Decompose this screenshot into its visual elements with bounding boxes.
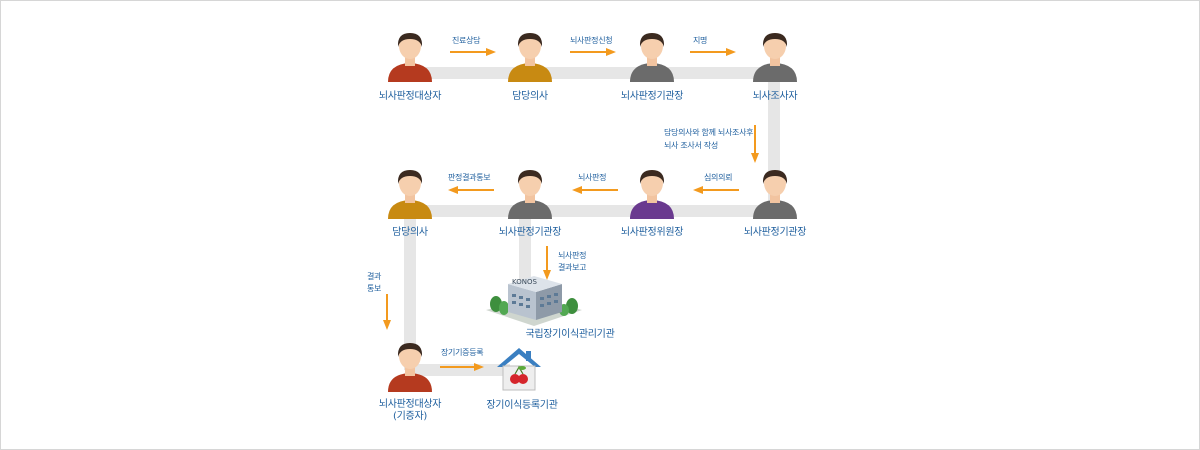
investigator-avatar — [750, 30, 800, 82]
edge-label-register: 장기기증등록 — [441, 348, 484, 357]
connector-row2 — [410, 205, 780, 217]
arrow-down-icon — [383, 294, 391, 330]
edge-label-consult: 진료상담 — [452, 36, 481, 45]
arrow-down-icon — [751, 125, 759, 163]
node-label-agency-head: 뇌사판정기관장 — [743, 227, 807, 238]
edge-label-investigate-2: 뇌사 조사서 작성 — [664, 141, 718, 150]
edge-label-decision: 뇌사판정 — [578, 173, 607, 182]
node-label-investigator: 뇌사조사자 — [752, 91, 798, 102]
committee-chair-avatar — [627, 167, 677, 219]
arrow-right-icon — [570, 48, 616, 56]
arrow-left-icon — [572, 186, 618, 194]
edge-label-notify-result: 판정결과통보 — [448, 173, 491, 182]
connector-konos — [519, 205, 531, 285]
node-label-committee-chair: 뇌사판정위원장 — [620, 227, 684, 238]
node-label-agency-head: 뇌사판정기관장 — [620, 91, 684, 102]
edge-label-apply: 뇌사판정신청 — [570, 36, 613, 45]
agency-head-avatar — [750, 167, 800, 219]
arrow-left-icon — [693, 186, 739, 194]
node-label-donor: 뇌사판정대상자 — [378, 399, 442, 410]
node-label-doctor: 담당의사 — [512, 91, 548, 102]
doctor-avatar — [385, 167, 435, 219]
node-label-konos: 국립장기이식관리기관 — [525, 329, 615, 340]
agency-head-avatar — [505, 167, 555, 219]
node-label-donor-note: (기증자) — [393, 411, 427, 422]
node-label-patient: 뇌사판정대상자 — [378, 91, 442, 102]
edge-label-result: 결과 — [367, 272, 382, 281]
edge-label-deliberate: 심의의뢰 — [704, 173, 733, 182]
node-label-doctor: 담당의사 — [392, 227, 428, 238]
arrow-right-icon — [440, 363, 484, 371]
edge-label-appoint: 지명 — [693, 36, 708, 45]
connector-registry — [410, 364, 510, 376]
donor-avatar — [385, 340, 435, 392]
connector-row1 — [410, 67, 780, 79]
node-label-agency-head: 뇌사판정기관장 — [498, 227, 562, 238]
node-label-registry: 장기이식등록기관 — [486, 400, 558, 411]
edge-label-investigate: 담당의사와 함께 뇌사조사후 — [664, 128, 754, 137]
registry-house-icon — [495, 345, 543, 393]
konos-building-icon — [484, 270, 584, 328]
edge-label-report: 뇌사판정 — [558, 251, 587, 260]
arrow-right-icon — [690, 48, 736, 56]
arrow-down-icon — [543, 246, 551, 280]
agency-head-avatar — [627, 30, 677, 82]
arrow-left-icon — [448, 186, 494, 194]
konos-sign: KONOS — [512, 278, 537, 286]
arrow-right-icon — [450, 48, 496, 56]
patient-avatar — [385, 30, 435, 82]
connector-left-vertical — [404, 205, 416, 370]
doctor-avatar — [505, 30, 555, 82]
edge-label-result-2: 통보 — [367, 284, 382, 293]
edge-label-report-2: 결과보고 — [558, 263, 587, 272]
